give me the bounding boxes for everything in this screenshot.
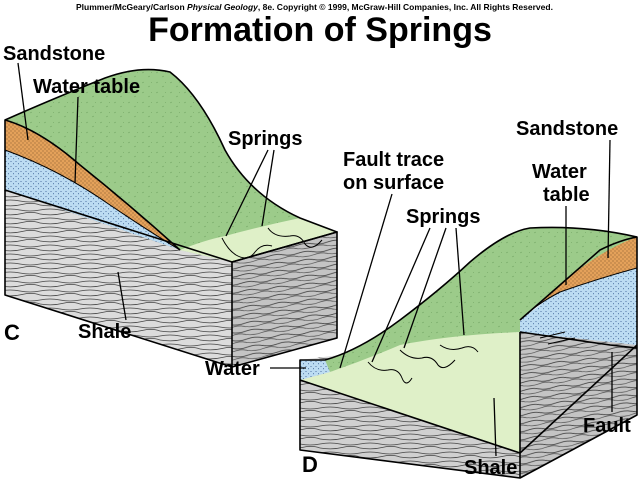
d-label-water-table-2: table — [543, 184, 590, 206]
c-label-sandstone: Sandstone — [3, 43, 105, 65]
d-spring-zone — [300, 332, 520, 453]
c-spring-stream-2 — [267, 227, 323, 248]
block-diagram-d — [299, 226, 638, 479]
credit-line: Plummer/McGeary/Carlson Physical Geology… — [76, 2, 553, 12]
c-label-water-table: Water table — [33, 76, 140, 98]
d-label-fault-trace-2: on surface — [343, 172, 444, 194]
c-label-shale: Shale — [78, 321, 131, 343]
d-spring-stream-3 — [439, 344, 479, 353]
d-label-shale: Shale — [464, 457, 517, 479]
c-letter: C — [4, 320, 20, 345]
c-label-springs: Springs — [228, 128, 302, 150]
d-label-water-table-1: Water — [532, 161, 587, 183]
page-title: Formation of Springs — [148, 11, 492, 49]
c-spring-zone — [180, 218, 337, 262]
block-diagram-c — [4, 68, 338, 368]
d-label-fault: Fault — [583, 415, 631, 437]
d-spring-stream-2 — [399, 349, 456, 369]
d-spring-stream-1 — [367, 361, 413, 384]
d-label-fault-trace-1: Fault trace — [343, 149, 444, 171]
d-letter: D — [302, 452, 318, 477]
d-label-springs: Springs — [406, 206, 480, 228]
d-label-sandstone: Sandstone — [516, 118, 618, 140]
d-label-water: Water — [205, 358, 260, 380]
